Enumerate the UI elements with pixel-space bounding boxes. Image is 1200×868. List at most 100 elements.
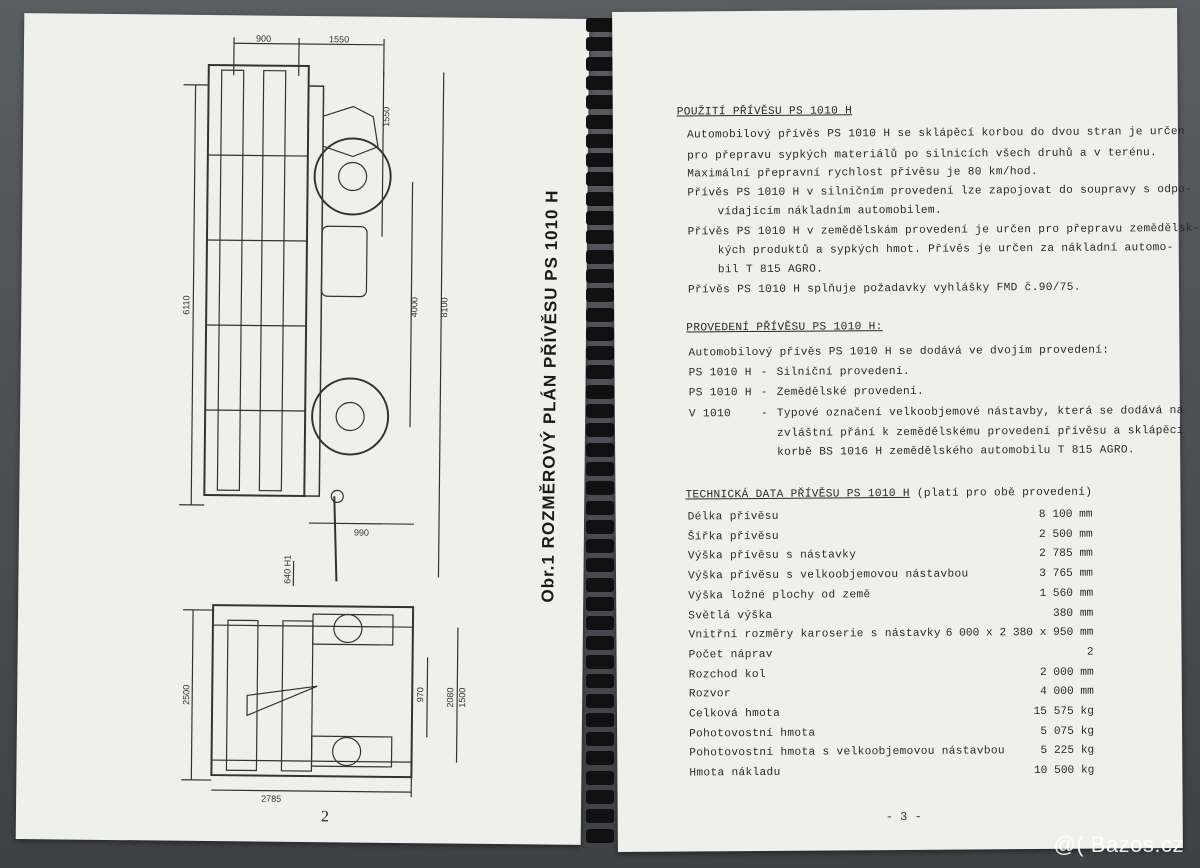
binding-ring: [586, 481, 614, 496]
binding-ring: [586, 519, 614, 534]
variant-code: V 1010: [688, 408, 732, 421]
section1-line: Přívěs PS 1010 H v zemědělskám provedení…: [687, 222, 1200, 239]
binding-ring: [586, 693, 614, 708]
tech-row-label: Světlá výška: [688, 609, 773, 622]
tech-row-value: 10 500 kg: [1033, 764, 1095, 778]
dimension-drawing: 900 1550 1550 6110 4000 8100 990 640 H1 …: [179, 33, 467, 804]
binding-ring: [586, 404, 614, 418]
right-page: POUŽITÍ PŘÍVĚSU PS 1010 H Automobilový p…: [612, 8, 1200, 852]
dim-1500: 1500: [457, 688, 467, 708]
binding-ring: [586, 790, 614, 804]
tech-row-label: Hmota nákladu: [689, 766, 781, 780]
binding-ring: [586, 95, 614, 110]
tech-row-label: Výška ložné plochy od země: [688, 588, 871, 603]
page-number-right: - 3 -: [885, 809, 922, 825]
binding-ring: [586, 307, 614, 322]
dim-4000: 4000: [409, 297, 419, 317]
section3-heading-wrap: TECHNICKÁ DATA PŘÍVĚSU PS 1010 H (platí …: [685, 487, 1092, 502]
dim-6110: 6110: [181, 295, 191, 314]
variant-code: PS 1010 H: [688, 367, 752, 380]
tech-row-value: 2 000 mm: [1039, 666, 1094, 679]
binding-ring: [586, 191, 614, 206]
binding-ring: [586, 56, 614, 71]
binding-ring: [586, 346, 614, 361]
binding-ring: [586, 809, 614, 824]
section1-line: Automobilový přívěs PS 1010 H se sklápěc…: [686, 125, 1185, 142]
tech-row-label: Pohotovostní hmota s velkoobjemovou nást…: [689, 745, 1005, 760]
binding-ring: [586, 18, 614, 32]
variant-continuation: zvláštní přání k zemědělskému provedení …: [776, 425, 1184, 440]
binding-ring: [586, 326, 614, 341]
binding-ring: [586, 114, 614, 129]
dim-900: 900: [256, 33, 271, 43]
tech-row-value: 380 mm: [1052, 607, 1094, 620]
dim-1550-top: 1550: [329, 34, 349, 44]
section3-heading: TECHNICKÁ DATA PŘÍVĚSU PS 1010 H: [685, 487, 910, 502]
binding-ring: [586, 616, 614, 631]
binding-ring: [586, 597, 614, 611]
dim-8100: 8100: [439, 297, 449, 317]
binding-ring: [586, 674, 614, 689]
variant-dash: -: [760, 386, 768, 399]
binding-ring: [586, 423, 614, 438]
binding-ring: [586, 230, 614, 245]
section1-heading: POUŽITÍ PŘÍVĚSU PS 1010 H: [676, 105, 853, 119]
binding-ring: [586, 37, 614, 52]
binding-ring: [586, 500, 614, 515]
section1-line: pro přepravu sypkých materiálů po silnic…: [687, 147, 1158, 163]
variant-text: Zemědělské provedení.: [776, 385, 925, 399]
binding-ring: [586, 75, 614, 90]
binding-ring: [586, 712, 614, 727]
binding-ring: [586, 635, 614, 650]
tech-row-label: Šířka přívěsu: [687, 530, 779, 544]
binding-ring: [586, 249, 614, 264]
variant-continuation: korbě BS 1016 H zemědělského automobilu …: [777, 444, 1135, 459]
binding-ring: [586, 828, 614, 843]
spiral-binding: [586, 18, 616, 848]
section1-line: Přívěs PS 1010 H v silničním provedení l…: [687, 183, 1193, 200]
page-number-left: 2: [320, 808, 330, 826]
section3-heading-note: (platí pro obě provedení): [916, 486, 1093, 500]
dim-640: 640 H1: [282, 555, 292, 584]
tech-row-label: Výška přívěsu s velkoobjemovou nástavbou: [687, 568, 969, 583]
tech-row-value: 4 000 mm: [1040, 685, 1094, 699]
binding-ring: [586, 153, 614, 168]
tech-row-value: 5 075 kg: [1040, 725, 1095, 738]
section1-line: Přívěs PS 1010 H splňuje požadavky vyhlá…: [687, 281, 1081, 297]
variant-code: PS 1010 H: [688, 387, 752, 400]
tech-row-value: 6 000 x 2 380 x 950 mm: [945, 626, 1094, 640]
section1-line: Maximální přepravní rychlost přívěsu je …: [687, 166, 1038, 181]
dim-1550: 1550: [381, 107, 391, 127]
tech-row-value: 2 500 mm: [1038, 528, 1093, 541]
dim-2080: 2080: [445, 687, 455, 707]
section2-intro: Automobilový přívěs PS 1010 H se dodává …: [688, 344, 1110, 360]
tech-row-label: Délka přívěsu: [687, 510, 779, 524]
variant-dash: -: [760, 366, 768, 379]
tech-row-label: Výška přívěsu s nástavky: [687, 549, 857, 563]
dim-970: 970: [415, 687, 425, 702]
section1-line: vídajícím nákladním automobilem.: [717, 204, 942, 219]
binding-ring: [586, 133, 614, 148]
dim-2785: 2785: [261, 794, 281, 804]
tech-row-label: Rozvor: [688, 688, 731, 701]
tech-row-value: 15 575 kg: [1033, 705, 1095, 719]
binding-ring: [586, 751, 614, 766]
tech-row-value: 3 765 mm: [1039, 567, 1094, 581]
binding-ring: [586, 654, 614, 669]
tech-row-label: Rozchod kol: [688, 668, 766, 682]
section2-heading: PROVEDENÍ PŘÍVĚSU PS 1010 H:: [686, 321, 883, 335]
binding-ring: [586, 365, 614, 380]
tech-row-label: Počet náprav: [688, 648, 773, 662]
tech-row-label: Celková hmota: [688, 707, 781, 721]
binding-ring: [586, 288, 614, 303]
binding-ring: [586, 770, 614, 785]
binding-ring: [586, 384, 614, 399]
binding-ring: [586, 539, 614, 554]
variant-dash: -: [760, 407, 768, 420]
watermark: @( Bazos.cz: [1053, 832, 1184, 857]
tech-row-value: 8 100 mm: [1038, 508, 1093, 522]
tech-row-value: 2: [1086, 646, 1094, 659]
dim-2500: 2500: [181, 685, 191, 705]
tech-row-label: Pohotovostní hmota: [689, 727, 816, 741]
binding-ring: [586, 211, 614, 225]
